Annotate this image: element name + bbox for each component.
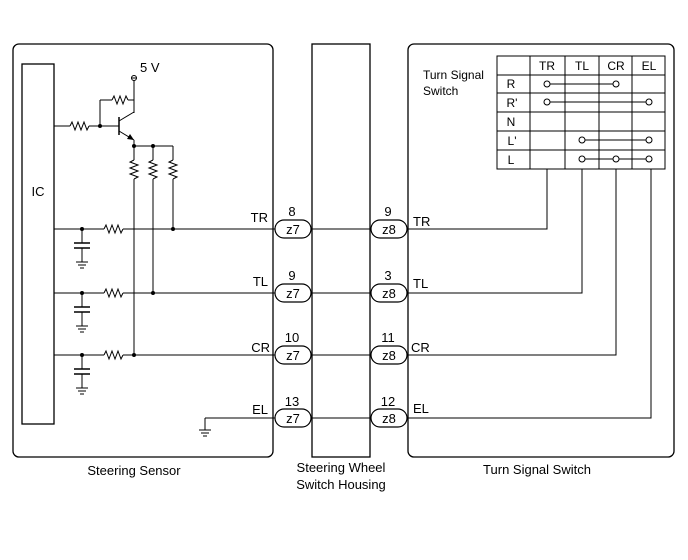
sensor-line-tl <box>54 287 275 333</box>
z8-pin-number: 12 <box>381 394 395 409</box>
sensor-line-tr <box>54 223 275 269</box>
z7-pin-number: 10 <box>285 330 299 345</box>
continuity-r-prime <box>543 98 653 106</box>
continuity-l <box>578 155 653 163</box>
z7-pin-number: 9 <box>288 268 295 283</box>
housing-box-label-1: Steering Wheel <box>297 460 386 475</box>
signal-row-cr: CR 10 z7 11 z8 CR <box>251 169 617 365</box>
bias-resistors <box>54 94 134 132</box>
switch-col-header: TL <box>575 59 589 73</box>
switch-col-header: EL <box>642 59 657 73</box>
switch-inner-label-1: Turn Signal <box>423 68 484 82</box>
sensor-signal-label: TR <box>251 210 268 225</box>
switch-col-header: TR <box>539 59 555 73</box>
switch-row-header: N <box>507 115 516 129</box>
steering-sensor-box <box>12 43 274 458</box>
continuity-r <box>543 80 620 88</box>
ic-block <box>21 63 55 425</box>
signal-row-tr: TR 8 z7 9 z8 TR <box>251 169 548 239</box>
switch-row-header: R <box>507 77 516 91</box>
switch-table: TR TL CR EL R R' N L' L <box>496 55 666 170</box>
sensor-signal-label: EL <box>252 402 268 417</box>
sensor-signal-label: TL <box>253 274 268 289</box>
signal-row-tl: TL 9 z7 3 z8 TL <box>253 169 583 303</box>
ic-label: IC <box>32 184 45 199</box>
switch-box-label: Turn Signal Switch <box>483 462 591 477</box>
turn-signal-switch-box <box>407 43 675 458</box>
switch-row-header: R' <box>507 96 518 110</box>
transistor <box>118 100 135 146</box>
switch-signal-label: TR <box>413 214 430 229</box>
z8-pin-number: 11 <box>381 330 395 345</box>
switch-inner-label-2: Switch <box>423 84 458 98</box>
sensor-line-el <box>199 417 275 437</box>
pullup-network <box>128 144 179 355</box>
z8-connector-label: z8 <box>382 286 396 301</box>
z8-connector-label: z8 <box>382 222 396 237</box>
housing-box <box>311 43 371 458</box>
switch-row-header: L <box>508 153 515 167</box>
signal-row-el: EL 13 z7 12 z8 EL <box>252 169 652 428</box>
sensor-signal-label: CR <box>251 340 270 355</box>
z7-connector-label: z7 <box>286 348 300 363</box>
z7-connector-label: z7 <box>286 222 300 237</box>
z7-pin-number: 13 <box>285 394 299 409</box>
continuity-l-prime <box>578 136 653 144</box>
z8-connector-label: z8 <box>382 411 396 426</box>
sensor-line-cr <box>54 349 275 395</box>
z7-connector-label: z7 <box>286 411 300 426</box>
switch-signal-label: EL <box>413 401 429 416</box>
z8-pin-number: 3 <box>384 268 391 283</box>
switch-signal-label: CR <box>411 340 430 355</box>
switch-col-header: CR <box>607 59 625 73</box>
z7-pin-number: 8 <box>288 204 295 219</box>
switch-signal-label: TL <box>413 276 428 291</box>
switch-row-header: L' <box>508 134 517 148</box>
z8-pin-number: 9 <box>384 204 391 219</box>
supply-label: 5 V <box>140 60 160 75</box>
housing-box-label-2: Switch Housing <box>296 477 386 492</box>
sensor-box-label: Steering Sensor <box>87 463 181 478</box>
z7-connector-label: z7 <box>286 286 300 301</box>
z8-connector-label: z8 <box>382 348 396 363</box>
